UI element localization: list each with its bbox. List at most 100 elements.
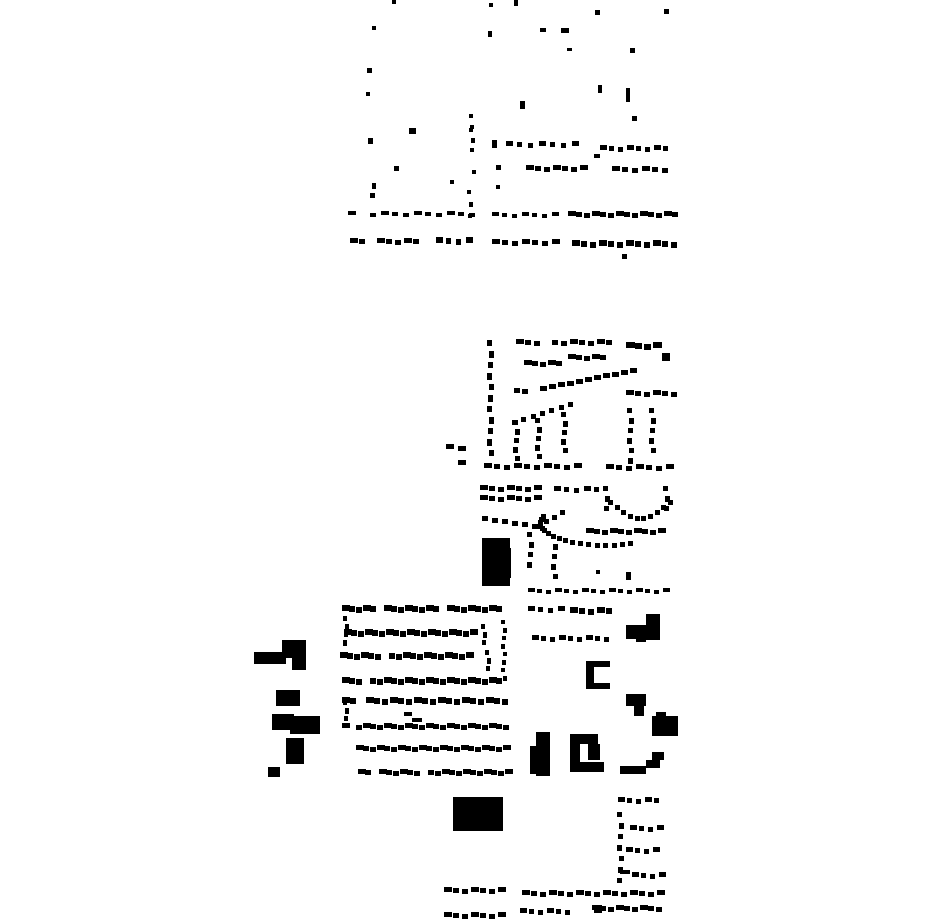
building [594,905,602,913]
building [358,769,366,774]
building [454,606,460,612]
building [552,515,557,520]
building [492,518,498,523]
building [594,529,600,534]
large-building [282,640,306,658]
building [492,212,499,216]
building [489,914,495,919]
building [489,677,497,683]
building [407,770,413,775]
building [532,524,538,529]
building [562,166,568,171]
building [487,658,491,664]
building [412,724,418,729]
building [389,653,395,659]
building [513,447,518,453]
building [615,505,620,510]
building [412,678,418,684]
building [398,745,406,750]
building [554,464,560,469]
building [548,360,556,365]
building [535,445,540,451]
building [462,889,468,894]
building [488,31,492,37]
building [356,607,362,613]
building [561,143,566,148]
building [454,678,460,684]
building [609,146,614,151]
building [514,0,518,6]
building [424,652,432,658]
building [349,678,355,684]
building-cluster-middle [446,339,677,594]
building [507,485,515,490]
building [550,142,555,147]
building [656,466,662,471]
building [586,635,593,640]
building [461,745,469,750]
building [395,240,401,245]
building [488,395,493,402]
large-building [652,716,678,736]
building [506,141,513,146]
building [563,421,568,427]
large-building [652,752,664,760]
building [392,0,396,4]
building [404,712,412,716]
building [591,589,596,593]
building [655,510,660,515]
building [665,496,670,502]
building [551,534,556,539]
building [404,238,412,243]
building [565,910,570,915]
large-building [646,760,660,768]
building [657,890,665,895]
building [342,723,350,728]
building [629,448,634,453]
building [514,438,519,443]
building [525,487,531,492]
building [363,746,369,751]
building [365,770,371,775]
building [567,381,574,386]
building [626,572,631,580]
building [639,826,644,831]
building [594,375,601,380]
building [532,213,537,217]
building [498,771,504,776]
building [595,10,600,15]
building [532,240,538,245]
building [662,391,668,396]
large-building [290,716,320,734]
building [562,430,567,435]
building [347,653,353,659]
building [350,238,358,243]
building [436,237,443,243]
building [616,465,622,470]
large-building [505,548,511,578]
building [536,524,541,529]
building [671,392,677,397]
building [620,542,625,547]
building [567,48,572,51]
building [541,514,546,519]
building [513,420,518,425]
building [433,724,439,729]
building [612,166,620,171]
building [377,679,383,685]
building [480,913,486,918]
building [627,145,634,150]
building [442,631,448,637]
building [553,574,558,579]
building [571,167,577,172]
building [559,405,564,410]
building [550,637,555,642]
building [556,909,561,914]
building [526,165,534,170]
building [542,241,548,246]
building [428,770,434,775]
building-cluster-north [348,0,678,259]
building [600,590,605,594]
building [412,747,418,752]
building [498,487,504,492]
